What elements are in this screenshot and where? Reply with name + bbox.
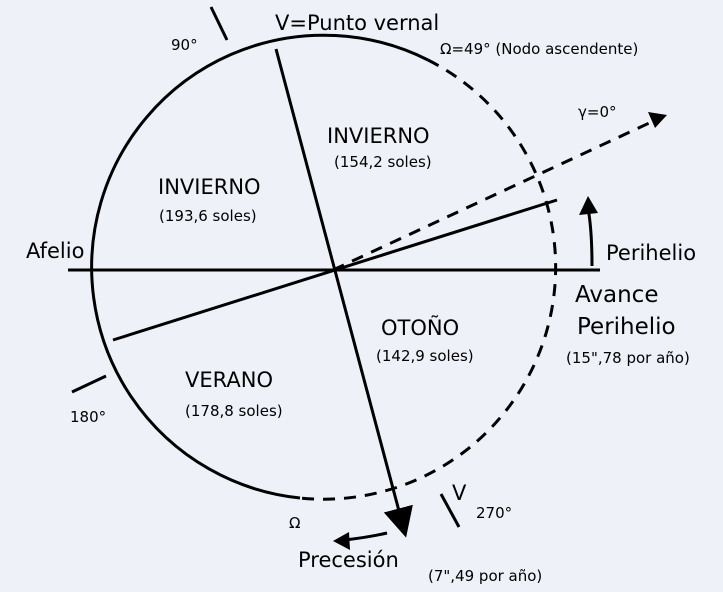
perihelio-advance-arrow — [586, 207, 594, 267]
season-days-autumn: (142,9 soles) — [376, 347, 474, 365]
season-name-left-winter: INVIERNO — [158, 175, 261, 199]
season-days-right-winter: (154,2 soles) — [334, 153, 432, 171]
gamma-arrowhead — [648, 112, 667, 128]
v-marker-label: V — [452, 481, 467, 505]
orbit-solid-arc — [90, 33, 429, 500]
avance-label-line1: Avance — [575, 282, 658, 308]
nodo-ascendente-label: Ω=49° (Nodo ascendente) — [440, 40, 638, 58]
deg-270-label: 270° — [476, 504, 512, 522]
gamma-label: γ=0° — [578, 103, 617, 121]
perihelio-label: Perihelio — [606, 241, 696, 265]
precession-arrowhead — [333, 532, 350, 550]
omega-marker-label: Ω — [289, 514, 300, 532]
tick-90 — [209, 6, 229, 41]
precesion-rate-label: (7",49 por año) — [428, 567, 542, 585]
precesion-label: Precesión — [298, 548, 399, 572]
orbit-dashed-arc — [299, 58, 558, 501]
tick-270 — [439, 493, 461, 528]
afelio-label: Afelio — [26, 239, 84, 263]
season-days-summer: (178,8 soles) — [185, 402, 283, 420]
gamma-direction-line — [332, 116, 661, 272]
deg-180-label: 180° — [70, 408, 106, 426]
tick-180 — [71, 374, 107, 394]
punto-vernal-label: V=Punto vernal — [275, 11, 439, 35]
avance-rate-label: (15",78 por año) — [566, 349, 690, 367]
avance-label-line2: Perihelio — [577, 314, 676, 340]
perihelio-advance-arrowhead — [579, 196, 598, 215]
precession-arrow — [344, 531, 388, 542]
season-name-autumn: OTOÑO — [381, 314, 459, 340]
season-name-summer: VERANO — [185, 368, 273, 392]
season-name-right-winter: INVIERNO — [327, 124, 430, 148]
deg-90-label: 90° — [171, 36, 198, 54]
season-days-left-winter: (193,6 soles) — [159, 207, 257, 225]
equinox-line — [274, 48, 413, 538]
